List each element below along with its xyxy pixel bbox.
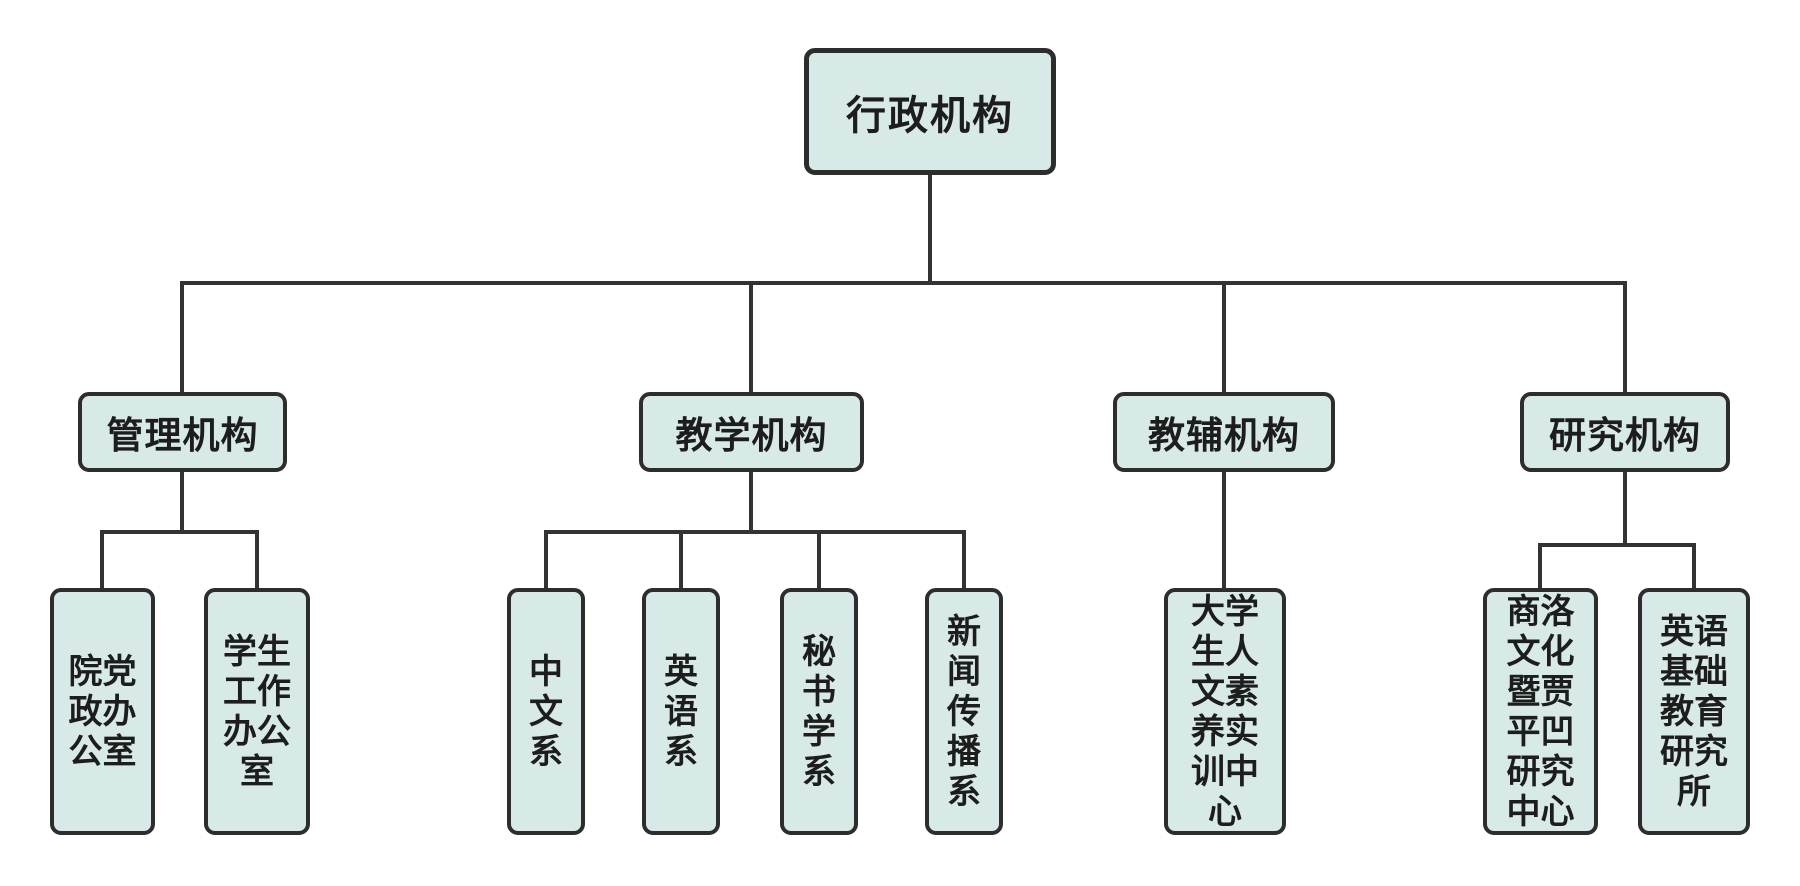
connector-management-child1-drop [100,530,104,588]
connector-teaching-child4-drop [962,530,966,588]
node-branch-teaching: 教学机构 [639,392,864,472]
connector-level1-bus [180,281,1627,285]
node-leaf-secretarial-department: 秘书学系 [780,588,858,835]
connector-research-bus [1538,543,1696,547]
node-leaf-journalism-communication-department-label: 新闻传播系 [947,612,981,811]
node-branch-research: 研究机构 [1520,392,1730,472]
node-leaf-shangluo-culture-research-center-label: 商洛文化暨贾平凹研究中心 [1506,592,1575,831]
node-branch-research-label: 研究机构 [1549,415,1701,456]
node-leaf-humanities-training-center-label: 大学生人文素养实训中心 [1191,592,1259,831]
node-branch-management-label: 管理机构 [106,415,259,456]
connector-research-child2-drop [1692,543,1696,588]
node-branch-management: 管理机构 [78,392,287,472]
node-leaf-party-government-office-label: 院党政办公室 [68,652,137,771]
connector-bus-to-teaching-support [1222,281,1226,392]
node-leaf-humanities-training-center: 大学生人文素养实训中心 [1164,588,1286,835]
connector-bus-to-research [1623,281,1627,392]
connector-teaching-bus [544,530,966,534]
node-leaf-journalism-communication-department: 新闻传播系 [925,588,1003,835]
node-leaf-student-affairs-office-label: 学生工作办公室 [223,632,291,791]
node-leaf-chinese-department-label: 中文系 [529,652,563,771]
connector-bus-to-management [180,281,184,392]
node-leaf-english-department: 英语系 [642,588,720,835]
node-branch-teaching-support: 教辅机构 [1113,392,1335,472]
connector-bus-to-teaching [749,281,753,392]
connector-teaching-drop [749,472,753,532]
connector-management-drop [180,472,184,532]
node-leaf-shangluo-culture-research-center: 商洛文化暨贾平凹研究中心 [1483,588,1598,835]
connector-research-drop [1623,472,1627,545]
node-leaf-chinese-department: 中文系 [507,588,585,835]
node-leaf-student-affairs-office: 学生工作办公室 [204,588,310,835]
connector-research-child1-drop [1538,543,1542,588]
node-administrative-root-label: 行政机构 [846,93,1014,138]
connector-management-bus [100,530,259,534]
node-leaf-party-government-office: 院党政办公室 [50,588,155,835]
node-leaf-english-basic-education-institute: 英语基础教育研究所 [1638,588,1750,835]
connector-teaching-support-child-line [1222,472,1226,588]
node-leaf-english-department-label: 英语系 [664,652,698,771]
node-branch-teaching-label: 教学机构 [675,415,828,456]
connector-management-child2-drop [255,530,259,588]
connector-teaching-child2-drop [679,530,683,588]
node-branch-teaching-support-label: 教辅机构 [1148,415,1300,456]
node-leaf-secretarial-department-label: 秘书学系 [802,632,836,791]
connector-teaching-child1-drop [544,530,548,588]
connector-root-drop [928,175,932,285]
node-administrative-root: 行政机构 [804,48,1056,175]
node-leaf-english-basic-education-institute-label: 英语基础教育研究所 [1660,612,1728,811]
connector-teaching-child3-drop [817,530,821,588]
